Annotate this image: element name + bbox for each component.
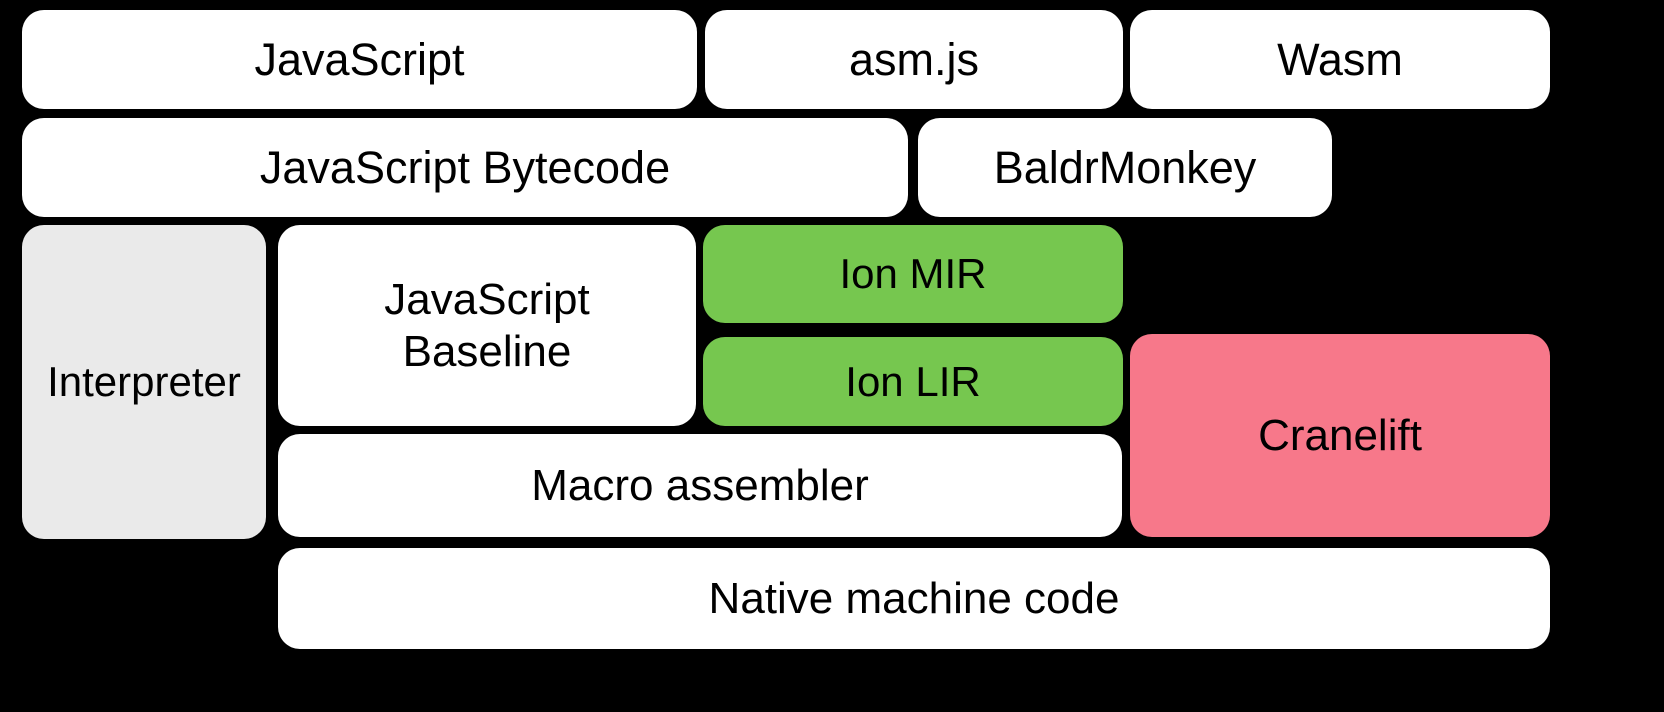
node-interpreter[interactable]: Interpreter — [22, 225, 266, 539]
node-javascript[interactable]: JavaScript — [22, 10, 697, 109]
node-native-machine-code-label: Native machine code — [708, 573, 1120, 623]
node-cranelift-label: Cranelift — [1258, 410, 1422, 460]
node-wasm-label: Wasm — [1277, 33, 1403, 85]
node-javascript-bytecode[interactable]: JavaScript Bytecode — [22, 118, 908, 217]
node-cranelift[interactable]: Cranelift — [1130, 334, 1550, 537]
node-interpreter-label: Interpreter — [47, 358, 241, 406]
node-baldrmonkey-label: BaldrMonkey — [993, 141, 1257, 193]
node-javascript-baseline[interactable]: JavaScript Baseline — [278, 225, 696, 426]
node-native-machine-code[interactable]: Native machine code — [278, 548, 1550, 649]
node-baldrmonkey[interactable]: BaldrMonkey — [918, 118, 1332, 217]
node-javascript-bytecode-label: JavaScript Bytecode — [259, 141, 671, 193]
node-javascript-label: JavaScript — [254, 33, 465, 85]
node-ion-lir-label: Ion LIR — [845, 357, 981, 405]
node-wasm[interactable]: Wasm — [1130, 10, 1550, 109]
node-asm-js[interactable]: asm.js — [705, 10, 1123, 109]
node-ion-lir[interactable]: Ion LIR — [703, 337, 1123, 426]
node-macro-assembler[interactable]: Macro assembler — [278, 434, 1122, 537]
node-javascript-baseline-label: JavaScript Baseline — [384, 274, 590, 376]
node-macro-assembler-label: Macro assembler — [531, 460, 869, 510]
node-ion-mir-label: Ion MIR — [839, 250, 987, 298]
node-ion-mir[interactable]: Ion MIR — [703, 225, 1123, 323]
node-asm-js-label: asm.js — [848, 33, 979, 85]
